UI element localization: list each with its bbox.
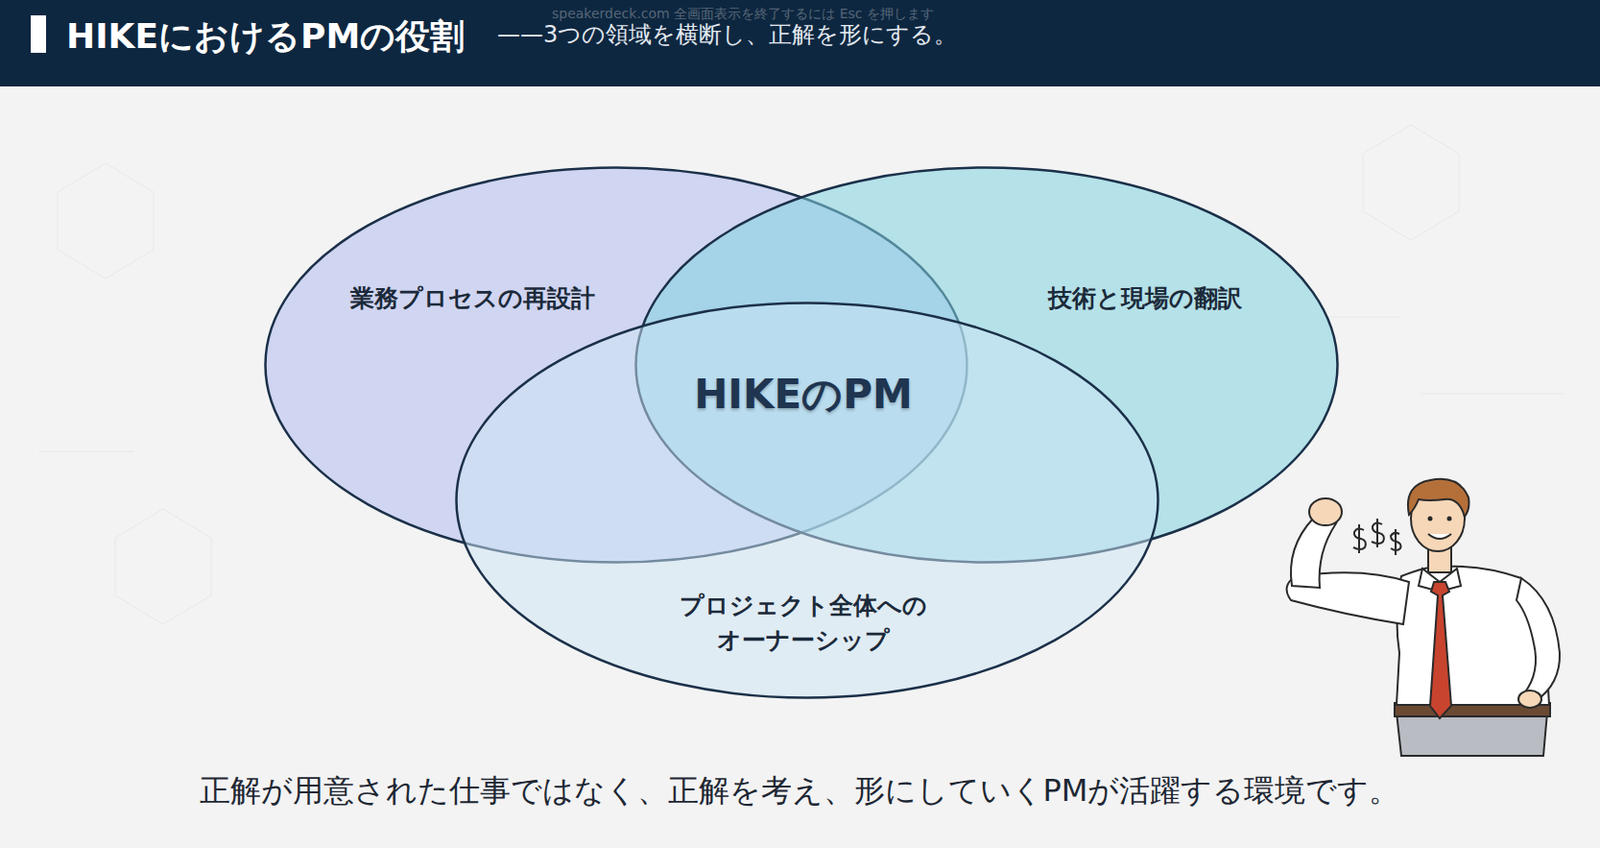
watermark: speakerdeck.com 全画面表示を終了するには Esc を押します <box>551 5 934 24</box>
slide-title: HIKEにおけるPMの役割 <box>66 13 465 61</box>
background-pattern <box>38 124 1565 624</box>
ellipse-outline <box>634 166 1339 564</box>
region-label: プロジェクト全体への オーナーシップ <box>673 588 933 659</box>
ellipse-shape <box>456 303 1159 698</box>
ellipse-outline <box>454 301 1160 699</box>
businessman-illustration <box>1287 478 1561 756</box>
ellipse-shape <box>636 167 1338 563</box>
venn-ellipse: プロジェクト全体への オーナーシップ <box>454 301 1160 699</box>
ellipse-outline <box>263 166 969 564</box>
region-label: 技術と現場の翻訳 <box>1048 281 1242 316</box>
venn-ellipse: 業務プロセスの再設計 <box>263 166 969 564</box>
ellipse-shape <box>265 167 968 563</box>
subtitle: ——3つの領域を横断し、正解を形にする。 <box>497 19 957 50</box>
caption: 正解が用意された仕事ではなく、正解を考え、形にしていくPMが活躍する環境です。 <box>199 769 1401 812</box>
venn-ellipse: 技術と現場の翻訳 <box>634 166 1339 564</box>
title-marker <box>30 15 47 53</box>
region-label: 業務プロセスの再設計 <box>350 281 596 316</box>
center-label: HIKEのPM <box>693 367 913 422</box>
